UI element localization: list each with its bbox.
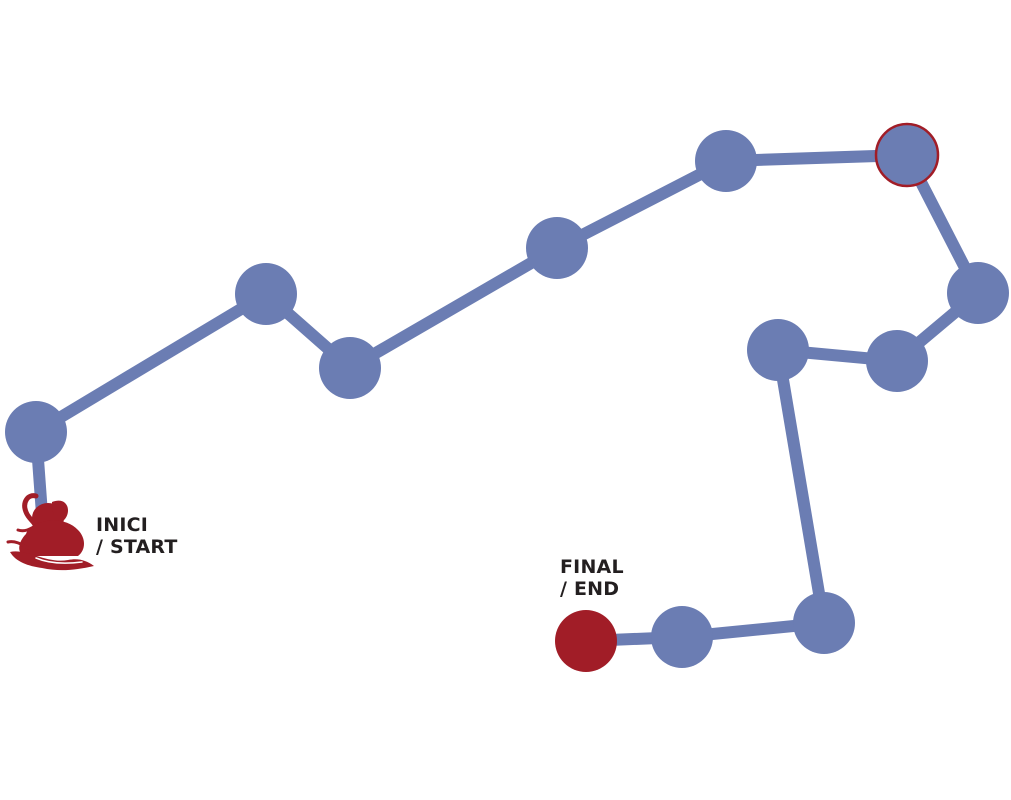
route-stop[interactable] [319,337,381,399]
route-stop[interactable] [793,592,855,654]
route-stops [5,122,1009,672]
end-label-line1: FINAL [560,556,624,578]
start-label-line1: INICI [96,514,149,536]
route-stop[interactable] [866,330,928,392]
route-stop[interactable] [526,217,588,279]
route-path [30,149,984,647]
route-stop[interactable] [947,262,1009,324]
route-stop[interactable] [695,130,757,192]
route-segment [344,242,563,374]
end-label-line2: / END [560,578,620,600]
route-end-marker[interactable] [555,610,617,672]
elephant-icon [6,493,94,571]
route-segment [30,288,272,438]
route-stop-highlighted[interactable] [874,122,940,188]
route-stop[interactable] [5,401,67,463]
end-label: FINAL / END [560,556,624,600]
route-segment [551,155,732,254]
route-stop[interactable] [747,319,809,381]
route-stop[interactable] [651,606,713,668]
route-stop[interactable] [235,263,297,325]
route-segment [772,344,830,629]
start-label: INICI / START [96,514,178,558]
start-label-line2: / START [96,536,178,558]
